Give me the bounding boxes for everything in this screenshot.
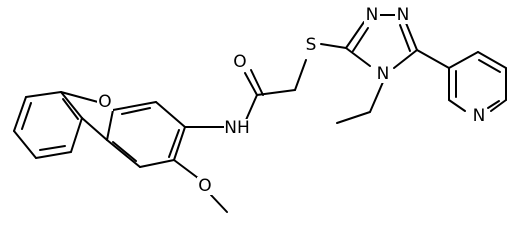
- bond: [210, 194, 228, 213]
- carbonyl-oxygen: O: [232, 52, 248, 72]
- bond: [405, 22, 418, 51]
- bond: [345, 21, 365, 49]
- bond: [106, 109, 114, 141]
- methoxy-oxygen: O: [197, 176, 213, 196]
- thioether-sulfur: S: [303, 35, 319, 55]
- carbonyl-oxygen-label: O: [233, 52, 246, 72]
- bond: [62, 98, 79, 120]
- bond: [13, 130, 37, 159]
- bond: [173, 159, 199, 179]
- triazole-nitrogen-1: N: [364, 5, 380, 25]
- triazole-nitrogen-2-label: N: [397, 5, 410, 25]
- bond: [112, 101, 157, 111]
- pyridine-nitrogen: N: [471, 106, 487, 126]
- bond: [155, 101, 186, 128]
- bonds: [13, 14, 507, 213]
- bond: [490, 99, 507, 112]
- bond: [121, 107, 151, 115]
- bond: [173, 126, 186, 161]
- bond: [244, 72, 258, 96]
- bond: [81, 117, 108, 141]
- triazole-nitrogen-4: N: [375, 64, 391, 84]
- bond: [13, 96, 27, 132]
- bond: [39, 145, 66, 151]
- bond: [60, 91, 83, 119]
- bond: [345, 47, 371, 67]
- amide-nitrogen: NH: [224, 118, 250, 138]
- atom-labels: O NH O O S N N N: [97, 5, 487, 196]
- bond: [35, 151, 72, 159]
- bond: [478, 59, 501, 73]
- bond: [448, 99, 466, 112]
- methoxy-oxygen-label: O: [198, 176, 211, 196]
- furan-oxygen: O: [97, 92, 113, 112]
- amide-nitrogen-label: NH: [224, 118, 250, 138]
- bond: [25, 91, 62, 98]
- bond: [487, 100, 500, 109]
- bond: [369, 81, 384, 113]
- triazole-nitrogen-2: N: [395, 5, 411, 25]
- pyridine-nitrogen-label: N: [473, 106, 486, 126]
- bond: [448, 51, 479, 69]
- bond: [294, 59, 307, 91]
- bond: [168, 129, 180, 158]
- thioether-sulfur-label: S: [306, 35, 317, 55]
- bond: [416, 49, 450, 69]
- triazole-nitrogen-1-label: N: [366, 5, 379, 25]
- bond: [139, 159, 175, 168]
- furan-oxygen-label: O: [98, 92, 111, 112]
- bond: [256, 89, 296, 96]
- bond: [336, 111, 371, 124]
- bond: [112, 141, 137, 162]
- bond: [477, 51, 507, 69]
- molecule-diagram: O NH O O S N N N: [13, 5, 507, 213]
- bond: [399, 24, 411, 52]
- bond: [70, 117, 83, 153]
- triazole-nitrogen-4-label: N: [377, 64, 390, 84]
- bond: [245, 94, 258, 121]
- bond: [393, 49, 418, 69]
- bond: [106, 139, 141, 168]
- bond: [352, 27, 369, 52]
- bond: [250, 69, 264, 96]
- bond: [21, 102, 32, 130]
- bond: [60, 91, 99, 103]
- bond: [320, 43, 347, 49]
